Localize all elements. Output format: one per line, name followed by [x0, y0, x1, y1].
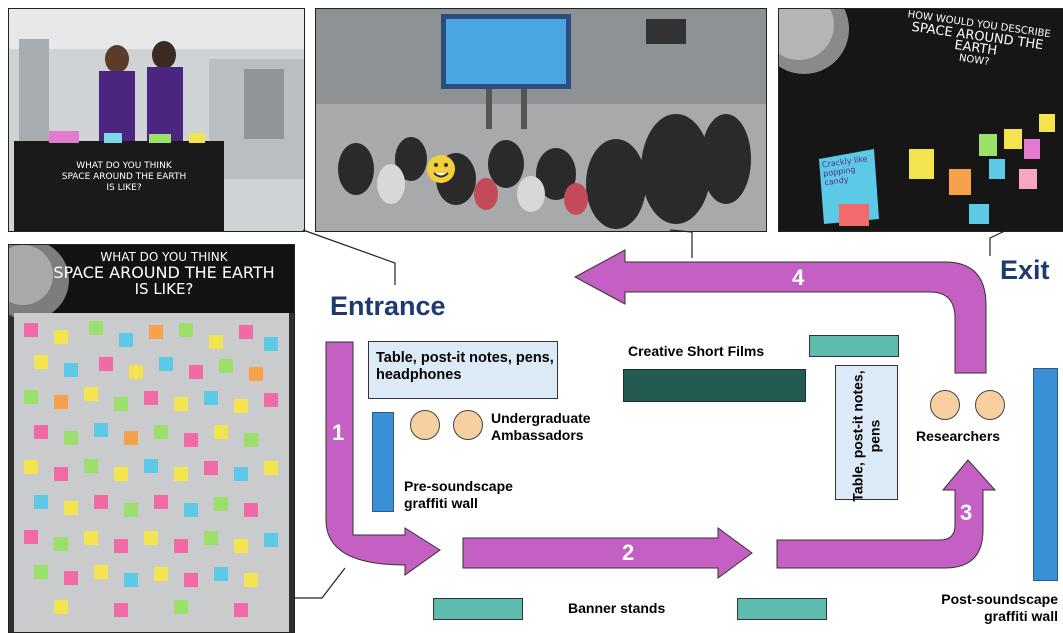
- pre-wall-label: Pre-soundscape graffiti wall: [404, 478, 513, 511]
- connector-ambassadors: [302, 229, 396, 285]
- pre-wall-line1: WHAT DO YOU THINK: [100, 250, 228, 264]
- ambassador-2: [453, 410, 483, 440]
- arrow-step-1: [325, 341, 441, 576]
- photo-exit-wall: HOW WOULD YOU DESCRIBE SPACE AROUND THE …: [778, 8, 1063, 232]
- ambassador-1: [410, 410, 440, 440]
- creative-films-label: Creative Short Films: [628, 343, 765, 359]
- step-number-4: 4: [792, 265, 805, 290]
- pre-wall-line3: IS LIKE?: [134, 280, 194, 298]
- arrow-step-2: [462, 527, 753, 579]
- arrow-step-3: [776, 459, 997, 569]
- researcher-1: [930, 390, 960, 420]
- table-banner-line1: WHAT DO YOU THINK: [76, 161, 172, 171]
- exit-table: [835, 365, 898, 500]
- entrance-label: Entrance: [330, 291, 446, 321]
- researcher-2: [975, 390, 1005, 420]
- table-banner-line2: SPACE AROUND THE EARTH: [61, 172, 187, 182]
- banner-stand-2: [737, 598, 827, 620]
- step-number-1: 1: [332, 420, 345, 445]
- banner-stands-label: Banner stands: [568, 600, 666, 616]
- entrance-table: [368, 341, 558, 399]
- ambassadors-label: Undergraduate Ambassadors: [491, 410, 591, 443]
- post-soundscape-wall: [1033, 368, 1058, 581]
- post-wall-label: Post-soundscape graffiti wall: [941, 591, 1058, 624]
- researchers-label: Researchers: [916, 428, 1001, 444]
- banner-stand-1: [433, 598, 523, 620]
- exit-table-label: Table, post-it notes, pens: [849, 370, 883, 502]
- step-number-3: 3: [960, 500, 973, 525]
- connector-exit: [989, 229, 1008, 256]
- pre-wall-line2: SPACE AROUND THE EARTH: [53, 263, 275, 282]
- photo-ambassadors-table: WHAT DO YOU THINK SPACE AROUND THE EARTH…: [8, 8, 305, 232]
- films-stand: [809, 335, 899, 357]
- entrance-table-label: Table, post-it notes, pens, headphones: [376, 350, 554, 383]
- connector-films: [669, 229, 693, 258]
- table-banner-line3: IS LIKE?: [106, 183, 142, 193]
- pre-soundscape-wall: [372, 412, 394, 512]
- photo-pre-wall: WHAT DO YOU THINK SPACE AROUND THE EARTH…: [8, 244, 295, 633]
- exit-label: Exit: [1000, 255, 1050, 285]
- photo-short-films: [315, 8, 767, 232]
- connector-pre-wall: [293, 567, 346, 599]
- step-number-2: 2: [622, 540, 635, 565]
- film-screen: [623, 369, 806, 402]
- arrow-step-4: [573, 249, 987, 374]
